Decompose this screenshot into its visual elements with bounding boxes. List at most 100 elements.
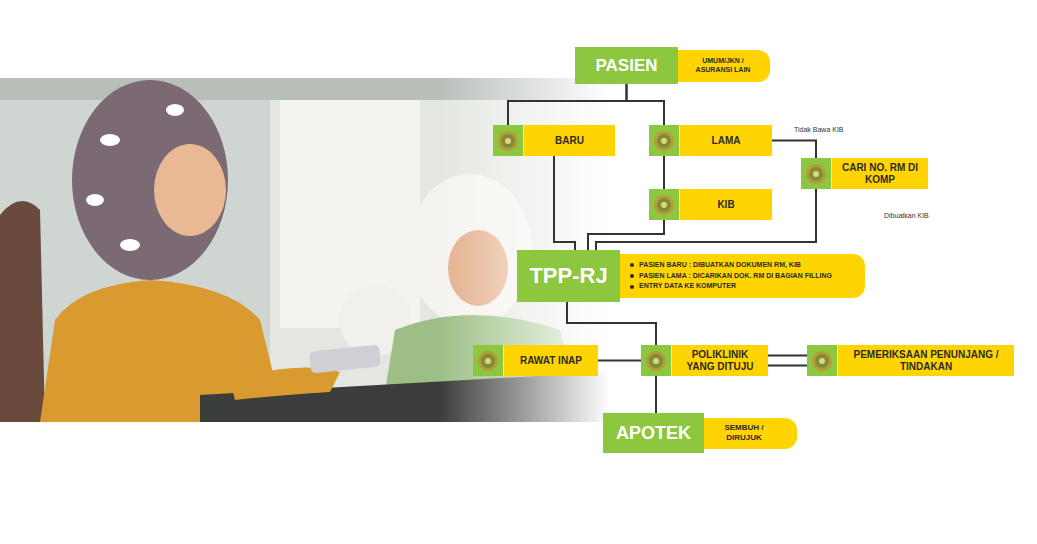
emblem-ring: [806, 164, 826, 184]
face-left: [154, 144, 226, 236]
bullet-dot: [630, 274, 634, 278]
label-bar: BARU: [523, 125, 615, 156]
emblem-inner: [657, 198, 671, 212]
emblem-inner: [481, 354, 495, 368]
emblem-ring: [654, 195, 674, 215]
info-tag: UMUM/JKN / ASURANSI LAIN: [678, 50, 770, 82]
header-block: PASIEN: [575, 47, 678, 84]
icon-square: [649, 189, 679, 220]
icon-square: [801, 158, 831, 189]
butterfly: [100, 134, 120, 146]
emblem-inner: [501, 134, 515, 148]
connector-line: [768, 365, 807, 367]
connector-line: [567, 302, 656, 345]
process-box: LAMA: [649, 125, 772, 156]
connector-line: [596, 189, 816, 250]
emblem-ring: [812, 351, 832, 371]
icon-emblem: [653, 130, 675, 152]
box-text: LAMA: [712, 135, 741, 147]
emblem-inner: [649, 354, 663, 368]
emblem-core: [813, 171, 819, 177]
emblem-inner: [657, 134, 671, 148]
face-right: [448, 230, 508, 306]
bullet-dot: [630, 263, 634, 267]
label-bar: KIB: [679, 189, 772, 220]
bullet-text: PASIEN BARU : DIBUATKAN DOKUMEN RM, KIB: [639, 260, 801, 271]
butterfly: [86, 194, 104, 206]
emblem-core: [485, 358, 491, 364]
bullet-text: ENTRY DATA KE KOMPUTER: [639, 281, 736, 292]
emblem-ring: [654, 131, 674, 151]
ceiling: [0, 78, 610, 100]
connector-line: [772, 141, 816, 159]
icon-emblem: [805, 163, 827, 185]
icon-square: [641, 345, 671, 376]
icon-emblem: [653, 194, 675, 216]
emblem-ring: [646, 351, 666, 371]
tag-text: UMUM/JKN / ASURANSI LAIN: [688, 57, 758, 75]
process-box: RAWAT INAP: [473, 345, 598, 376]
process-box: BARU: [493, 125, 615, 156]
process-box: KIB: [649, 189, 772, 220]
window: [280, 78, 420, 328]
note-label: Dibuatkan KIB: [884, 212, 929, 219]
box-text: KIB: [717, 199, 734, 211]
emblem-core: [819, 358, 825, 364]
butterfly: [166, 104, 184, 116]
tag-text: SEMBUH / DIRUJUK: [714, 423, 774, 443]
icon-square: [649, 125, 679, 156]
process-box: POLIKLINIK YANG DITUJU: [641, 345, 768, 376]
bullet-dot: [630, 285, 634, 289]
emblem-ring: [478, 351, 498, 371]
header-text: PASIEN: [595, 56, 657, 76]
document: [309, 344, 381, 373]
icon-square: [493, 125, 523, 156]
process-box: CARI NO. RM DI KOMP: [801, 158, 928, 189]
label-bar: RAWAT INAP: [503, 345, 598, 376]
header-box: APOTEK SEMBUH / DIRUJUK: [603, 413, 797, 453]
label-bar: CARI NO. RM DI KOMP: [831, 158, 928, 189]
info-tag: PASIEN BARU : DIBUATKAN DOKUMEN RM, KIBP…: [620, 254, 865, 298]
header-box: PASIEN UMUM/JKN / ASURANSI LAIN: [575, 47, 770, 84]
emblem-core: [505, 138, 511, 144]
hijab-white: [408, 174, 532, 326]
connectors: [508, 84, 816, 413]
emblem-core: [661, 138, 667, 144]
connector-line: [655, 376, 657, 413]
info-tag: SEMBUH / DIRUJUK: [704, 418, 797, 449]
connector-line: [508, 84, 627, 125]
bullet-text: PASIEN LAMA : DICARIKAN DOK. RM DI BAGIA…: [639, 271, 832, 282]
bullet-row: PASIEN LAMA : DICARIKAN DOK. RM DI BAGIA…: [630, 271, 853, 282]
header-block: TPP-RJ: [517, 250, 620, 302]
emblem-core: [653, 358, 659, 364]
label-bar: PEMERIKSAAN PENUNJANG / TINDAKAN: [837, 345, 1014, 376]
icon-square: [807, 345, 837, 376]
icon-square: [473, 345, 503, 376]
box-text: PEMERIKSAAN PENUNJANG / TINDAKAN: [846, 349, 1006, 372]
header-box: TPP-RJ PASIEN BARU : DIBUATKAN DOKUMEN RM…: [517, 250, 865, 302]
header-text: TPP-RJ: [529, 263, 607, 289]
emblem-inner: [809, 167, 823, 181]
header-block: APOTEK: [603, 413, 704, 453]
arm: [230, 368, 340, 401]
label-bar: LAMA: [679, 125, 772, 156]
icon-emblem: [645, 350, 667, 372]
hijab-purple: [72, 80, 228, 280]
emblem-inner: [815, 354, 829, 368]
icon-emblem: [811, 350, 833, 372]
box-text: CARI NO. RM DI KOMP: [840, 162, 920, 185]
emblem-core: [661, 202, 667, 208]
connector-line: [588, 220, 664, 250]
bullet-row: ENTRY DATA KE KOMPUTER: [630, 281, 853, 292]
bullet-row: PASIEN BARU : DIBUATKAN DOKUMEN RM, KIB: [630, 260, 853, 271]
butterfly: [120, 239, 140, 251]
box-text: RAWAT INAP: [520, 355, 582, 367]
connector-line: [663, 156, 665, 189]
label-bar: POLIKLINIK YANG DITUJU: [671, 345, 768, 376]
icon-emblem: [497, 130, 519, 152]
connector-line: [554, 156, 575, 250]
box-text: BARU: [555, 135, 584, 147]
header-text: APOTEK: [616, 423, 691, 444]
process-box: PEMERIKSAAN PENUNJANG / TINDAKAN: [807, 345, 1014, 376]
